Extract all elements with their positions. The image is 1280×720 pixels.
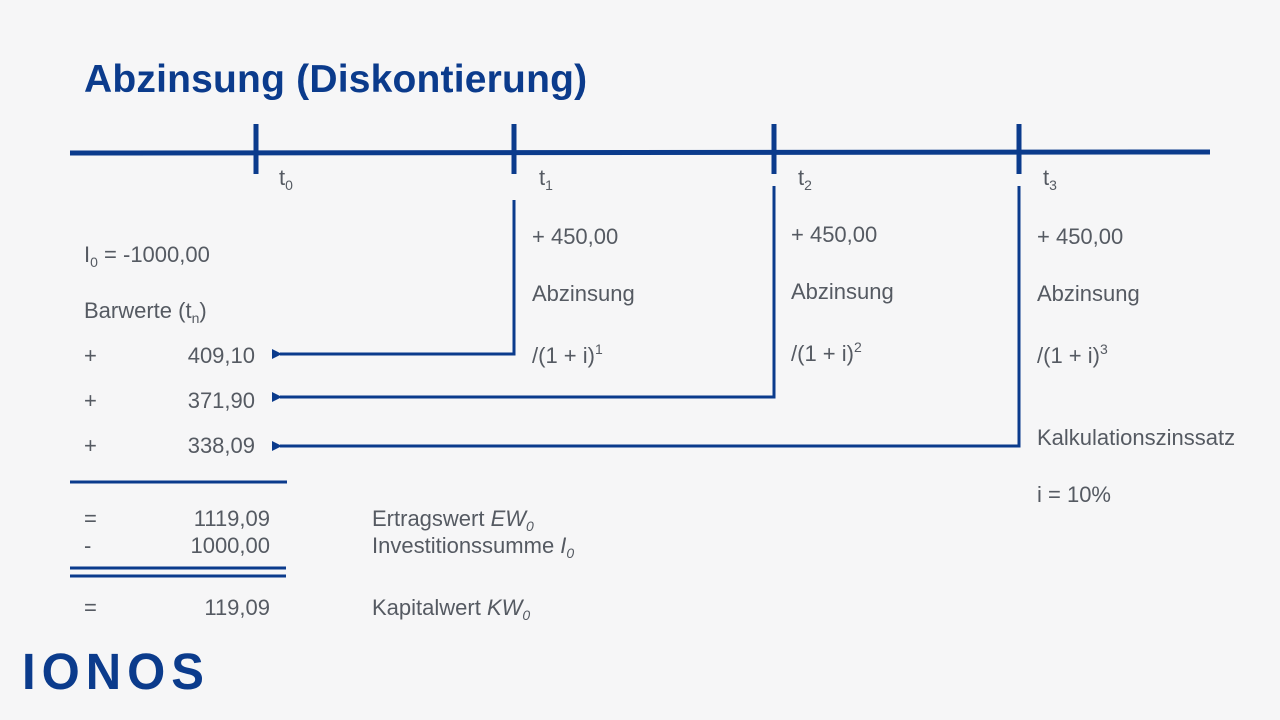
formula-t1: /(1 + i)1	[532, 341, 603, 368]
investitionssumme-sign: -	[84, 533, 92, 558]
row-value: 338,09	[187, 433, 255, 458]
rate-label: Kalkulationszinssatz	[1037, 425, 1236, 450]
formula-t3: /(1 + i)3	[1037, 341, 1108, 368]
formula-t2: /(1 + i)2	[791, 339, 862, 366]
barwerte-label: Barwerte (tn)	[84, 298, 207, 326]
row-value: 371,90	[187, 388, 255, 413]
page-title: Abzinsung (Diskontierung)	[84, 58, 588, 101]
connector-t1	[272, 200, 516, 359]
connector-t3	[272, 186, 1021, 451]
row-sign: +	[84, 433, 97, 458]
kapitalwert-label: Kapitalwert KW0	[372, 595, 531, 623]
ionos-logo: IONOS	[22, 643, 210, 701]
kapitalwert-value: 119,09	[204, 595, 270, 620]
rate-value: i = 10%	[1037, 482, 1111, 507]
row-sign: +	[84, 343, 97, 368]
cashflow-t1: + 450,00	[532, 224, 619, 249]
ertragswert-value: 1119,09	[193, 506, 270, 531]
ertragswert-label: Ertragswert EW0	[372, 506, 534, 534]
abzinsung-t2: Abzinsung	[791, 279, 894, 304]
cashflow-t2: + 450,00	[791, 222, 878, 247]
abzinsung-t3: Abzinsung	[1037, 281, 1140, 306]
label-t2: t2	[798, 165, 812, 193]
kapitalwert-sign: =	[84, 595, 97, 620]
label-t1: t1	[539, 165, 553, 193]
row-value: 409,10	[187, 343, 255, 368]
abzinsung-t1: Abzinsung	[532, 281, 635, 306]
timeline-axis	[69, 149, 1211, 156]
ertragswert-sign: =	[84, 506, 97, 531]
label-t0: t0	[279, 165, 293, 193]
cashflow-t3: + 450,00	[1037, 224, 1124, 249]
connector-t2	[272, 186, 776, 402]
investitionssumme-label: Investitionssumme I0	[372, 533, 575, 561]
row-sign: +	[84, 388, 97, 413]
investitionssumme-value: 1000,00	[190, 533, 270, 558]
investment-label: I0 = -1000,00	[84, 242, 210, 270]
label-t3: t3	[1043, 165, 1057, 193]
